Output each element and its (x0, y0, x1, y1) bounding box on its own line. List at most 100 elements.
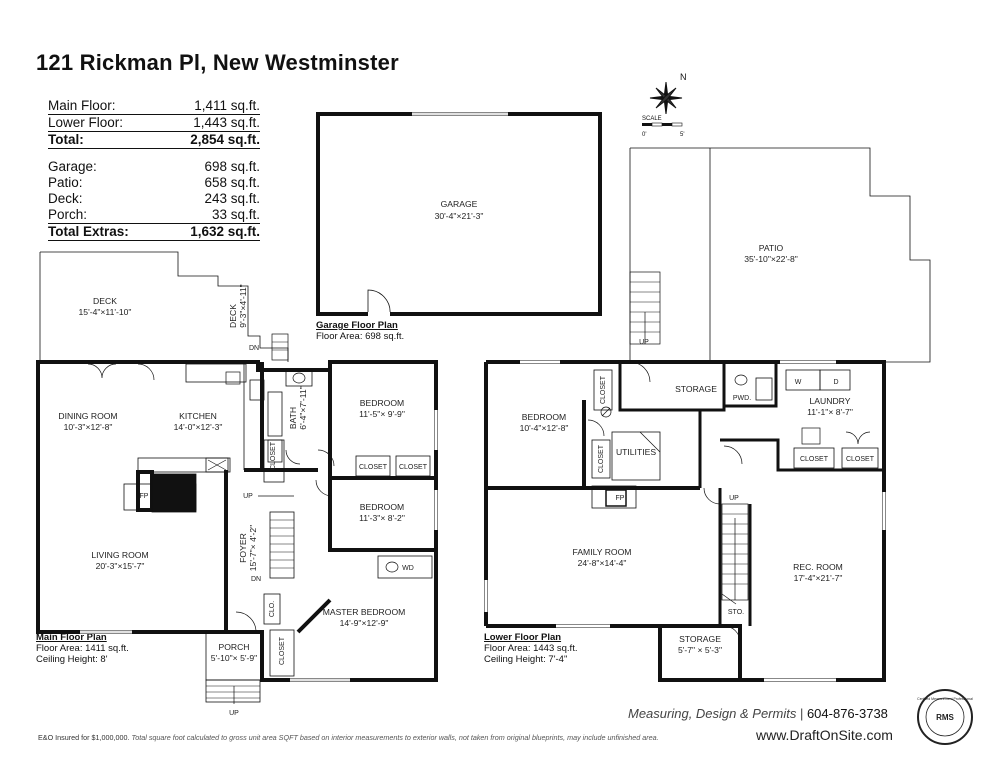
garage-plan-title: Garage Floor Plan (316, 320, 398, 331)
storage2-label: STORAGE (679, 634, 721, 644)
seal-mid-text: RMS (936, 713, 954, 722)
area-value: 33 sq.ft. (211, 207, 260, 222)
disclaimer-text: Total square foot calculated to gross un… (129, 733, 659, 742)
lower-fp-label: FP (616, 495, 625, 502)
area-row-total: Total: 2,854 sq.ft. (48, 132, 260, 149)
page-title: 121 Rickman Pl, New Westminster (36, 50, 399, 75)
main-floor-plan (36, 251, 438, 704)
bath-dims: 6'-4"×7'-11" (298, 386, 308, 429)
sto-label: STO. (728, 609, 744, 616)
area-label: Total: (48, 132, 84, 147)
area-value: 1,632 sq.ft. (190, 224, 260, 239)
bedroom2-dims: 11'-3"× 8'-2" (359, 513, 405, 523)
area-value: 243 sq.ft. (204, 191, 260, 206)
main-plan-area: Floor Area: 1411 sq.ft. (36, 643, 129, 654)
insured-text: E&O Insured for $1,000,000. (38, 733, 130, 742)
storage-label: STORAGE (675, 384, 717, 394)
kitchen-label: KITCHEN (179, 411, 217, 421)
lower-plan-title: Lower Floor Plan (484, 632, 562, 643)
bedroom1-closet-label: CLOSET (359, 464, 388, 471)
dining-room-dims: 10'-3"×12'-8" (64, 422, 113, 432)
patio-label: PATIO (759, 243, 784, 253)
north-label: N (680, 72, 687, 82)
garage-room-label: GARAGE (441, 199, 478, 209)
company-website: www.DraftOnSite.com (756, 727, 893, 743)
lower-bedroom-dims: 10'-4"×12'-8" (520, 423, 569, 433)
area-label: Total Extras: (48, 224, 129, 239)
seal-top-text: Certified Measurement Professional (917, 697, 973, 701)
washer-label: W (795, 379, 802, 386)
foyer-label: FOYER (238, 533, 248, 563)
main-plan-ceiling: Ceiling Height: 8' (36, 654, 108, 665)
patio-up-label: UP (639, 339, 649, 346)
kitchen-dims: 14'-0"×12'-3" (174, 422, 223, 432)
laundry-closet-label: CLOSET (800, 456, 829, 463)
area-value: 1,411 sq.ft. (194, 98, 260, 113)
patio-dims: 35'-10"×22'-8" (744, 254, 798, 264)
bedroom1-dims: 11'-5"× 9'-9" (359, 409, 405, 419)
main-plan-title: Main Floor Plan (36, 632, 107, 643)
scale-end-label: 5' (680, 132, 685, 138)
laundry-closet2-label: CLOSET (846, 456, 875, 463)
main-deck-dims: 15'-4"×11'-10" (79, 307, 132, 317)
rec-room-label: REC. ROOM (793, 562, 843, 572)
living-room-label: LIVING ROOM (91, 550, 148, 560)
main-wd-label: WD (402, 565, 414, 572)
garage-room-dims: 30'-4"×21'-3" (435, 211, 484, 221)
area-row-patio: Patio:658 sq.ft. (48, 175, 260, 191)
area-label: Deck: (48, 191, 83, 206)
laundry-dims: 11'-1"× 8'-7" (807, 407, 853, 417)
area-value: 698 sq.ft. (204, 159, 260, 174)
porch-label: PORCH (218, 642, 249, 652)
area-label: Garage: (48, 159, 97, 174)
main-up-label: UP (243, 493, 253, 500)
family-room-label: FAMILY ROOM (573, 547, 632, 557)
pwd-label: PWD. (733, 395, 751, 402)
main-floor-caption: Main Floor Plan Floor Area: 1411 sq.ft. … (36, 632, 129, 665)
deck-dn-label: DN (249, 345, 259, 352)
main-dn-label: DN (251, 576, 261, 583)
hall-closet-label: CLOSET (270, 441, 277, 470)
garage-caption: Garage Floor Plan Floor Area: 698 sq.ft. (316, 320, 404, 342)
master-bedroom-label: MASTER BEDROOM (323, 607, 406, 617)
compass-rose-icon: N (642, 72, 687, 127)
lower-plan-ceiling: Ceiling Height: 7'-4" (484, 654, 568, 665)
company-line: Measuring, Design & Permits | 604-876-37… (628, 706, 888, 721)
scale-label: SCALE (642, 116, 662, 122)
porch-dims: 5'-10"× 5'-9" (211, 653, 257, 663)
dining-room-label: DINING ROOM (58, 411, 117, 421)
area-label: Patio: (48, 175, 83, 190)
utilities-closet-label: CLOSET (598, 444, 605, 473)
utilities-label: UTILITIES (616, 447, 656, 457)
main-fp-label: FP (140, 493, 149, 500)
area-value: 1,443 sq.ft. (193, 115, 260, 130)
area-row-garage: Garage: 698 sq.ft. (48, 159, 260, 175)
scale-start-label: 0' (642, 132, 647, 138)
lower-up-label: UP (729, 495, 739, 502)
garage-plan-area: Floor Area: 698 sq.ft. (316, 331, 405, 342)
area-row-deck: Deck: 243 sq.ft. (48, 191, 260, 207)
foyer-dims: 15'-7"× 4'-2" (248, 525, 258, 571)
main-deck2-dims: 9'-3"×4'-11" (238, 284, 248, 327)
bath-label: BATH (288, 407, 298, 429)
garage-plan (316, 112, 602, 316)
bedroom1-label: BEDROOM (360, 398, 404, 408)
lower-plan-area: Floor Area: 1443 sq.ft. (484, 643, 578, 654)
area-row-main: Main Floor:1,411 sq.ft. (48, 98, 260, 115)
lower-bedroom-closet-label: CLOSET (600, 375, 607, 404)
rec-room-dims: 17'-4"×21'-7" (794, 573, 843, 583)
area-value: 2,854 sq.ft. (190, 132, 260, 147)
storage2-dims: 5'-7" × 5'-3" (678, 645, 722, 655)
main-deck2-label: DECK (228, 304, 238, 328)
foyer-closet-label: CLOSET (279, 636, 286, 665)
master-bedroom-dims: 14'-9"×12'-9" (340, 618, 389, 628)
lower-bedroom-label: BEDROOM (522, 412, 566, 422)
area-summary-table: Main Floor:1,411 sq.ft. Lower Floor:1,44… (48, 98, 260, 241)
dryer-label: D (833, 379, 838, 386)
area-row-lower: Lower Floor:1,443 sq.ft. (48, 115, 260, 132)
laundry-label: LAUNDRY (810, 396, 851, 406)
main-deck-label: DECK (93, 296, 117, 306)
lower-floor-plan (484, 147, 931, 682)
living-room-dims: 20'-3"×15'-7" (96, 561, 145, 571)
